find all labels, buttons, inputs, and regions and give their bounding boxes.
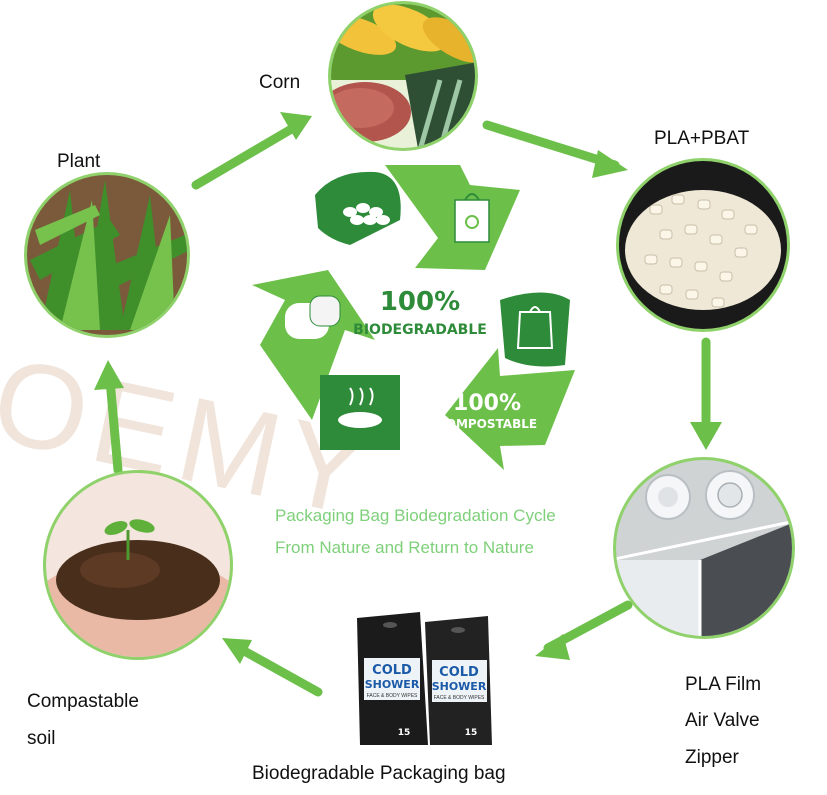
caption-line2: From Nature and Return to Nature	[275, 538, 534, 557]
arrow-pla-to-film	[690, 337, 722, 450]
arrow-bag-to-soil	[222, 638, 323, 697]
pla-film-image	[613, 457, 795, 639]
caption-line1: Packaging Bag Biodegradation Cycle	[275, 506, 556, 525]
recycle-symbol: 100% BIODEGRADABLE 100% COMPOSTABLE	[252, 165, 575, 470]
biodegradable-label: BIODEGRADABLE	[353, 322, 487, 338]
bag2-count: 15	[465, 728, 478, 738]
bag2-brand-line1: COLD	[439, 665, 479, 680]
label-corn: Corn	[259, 72, 301, 93]
compostable-label: COMPOSTABLE	[437, 417, 537, 431]
pla-pellets-image	[616, 158, 790, 332]
biodegradable-percent: 100%	[380, 287, 460, 317]
arrow-film-to-bag	[535, 600, 633, 660]
bag2-brand-line2: SHOWER	[432, 680, 487, 693]
soil-image	[43, 470, 233, 660]
compostable-percent: 100%	[453, 391, 521, 416]
arrow-plant-to-corn	[191, 112, 312, 190]
label-plant: Plant	[57, 151, 101, 172]
air-valve-icon	[645, 470, 755, 520]
arrow-soil-to-plant	[94, 360, 124, 475]
bag-tile	[500, 292, 570, 367]
bag-right: COLD SHOWER FACE & BODY WIPES 15	[425, 616, 492, 745]
compost-pile-icon	[338, 387, 382, 428]
sprout-icon	[104, 519, 155, 560]
shopping-bag-icon	[454, 193, 490, 243]
label-pla-film: PLA Film	[685, 674, 762, 695]
bag2-subline: FACE & BODY WIPES	[434, 695, 485, 701]
label-zipper: Zipper	[685, 747, 739, 768]
pellets-icon	[625, 190, 781, 310]
corn-image	[328, 1, 478, 151]
label-pla-pbat: PLA+PBAT	[654, 128, 750, 149]
plant-image	[24, 172, 190, 338]
label-compastable: Compastable	[27, 691, 139, 712]
bag-brand-line1: COLD	[372, 663, 412, 678]
label-air-valve: Air Valve	[685, 710, 760, 731]
bag-brand-line2: SHOWER	[365, 678, 420, 691]
bag-count: 15	[398, 728, 411, 738]
bag-subline: FACE & BODY WIPES	[367, 693, 418, 699]
pellets-tile-icon	[343, 203, 390, 225]
degrading-bag-icon	[516, 306, 554, 349]
packaging-bags-image: COLD SHOWER FACE & BODY WIPES 15 COLD SH…	[357, 612, 492, 745]
film-roll-icon	[285, 295, 341, 339]
bag-left: COLD SHOWER FACE & BODY WIPES 15	[357, 612, 428, 745]
arrow-corn-to-pla	[482, 120, 628, 178]
label-soil: soil	[27, 728, 56, 749]
label-packaging-bag: Biodegradable Packaging bag	[252, 763, 506, 784]
